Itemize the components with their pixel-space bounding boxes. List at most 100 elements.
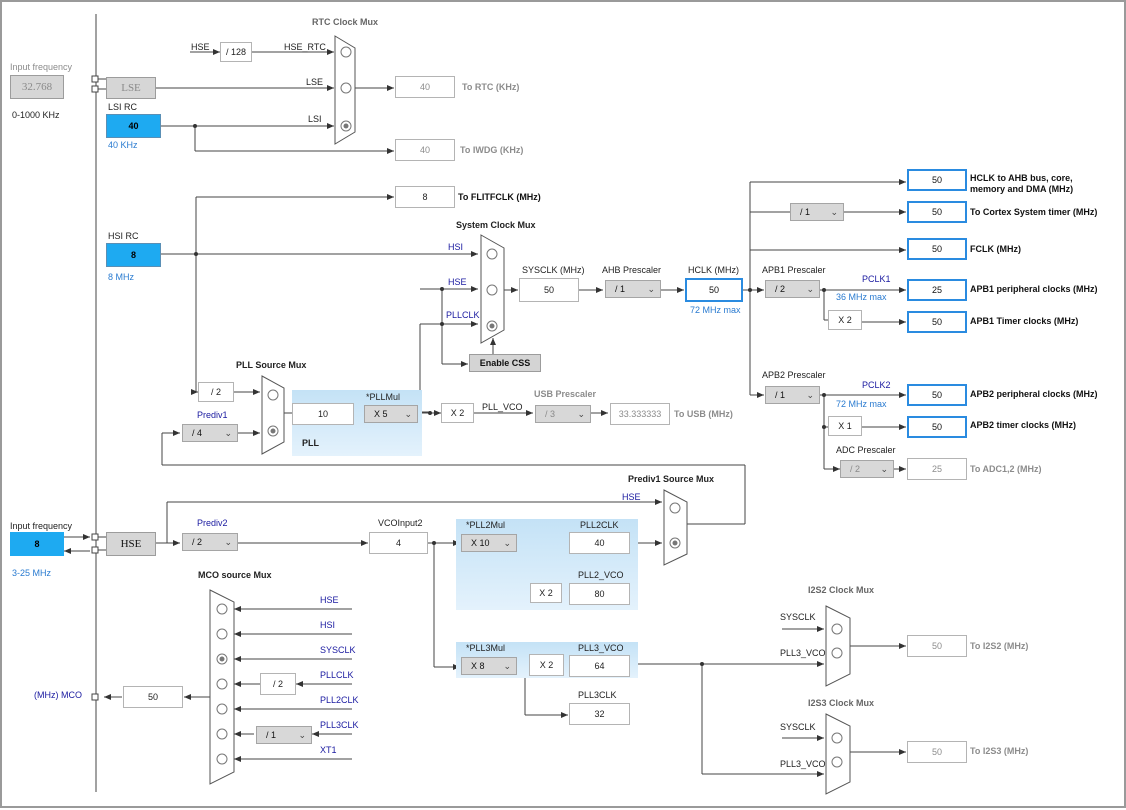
lse-freq-input[interactable]: 32.768	[10, 75, 64, 99]
hclk-max: 72 MHz max	[690, 305, 741, 315]
pll3-x2-multiplier: X 2	[529, 654, 564, 676]
mco-pll3clk-divider-select[interactable]: / 1⌄	[256, 726, 312, 744]
i2s3-output-label: To I2S3 (MHz)	[970, 746, 1029, 756]
pll2mul-select[interactable]: X 10⌄	[461, 534, 517, 552]
pll2-vco-value: 80	[569, 583, 630, 605]
pll3-vco-label: PLL3_VCO	[578, 643, 624, 653]
adc-output-value: 25	[907, 458, 967, 480]
lse-oscillator[interactable]: LSE	[106, 77, 156, 99]
pll-hsi-div2: / 2	[198, 382, 234, 402]
lse-freq-label: Input frequency	[10, 62, 73, 72]
usb-prescaler-title: USB Prescaler	[534, 389, 597, 399]
apb1-periph-value[interactable]: 25	[907, 279, 967, 301]
pclk2-label: PCLK2	[862, 380, 891, 390]
hse-freq-range: 3-25 MHz	[12, 568, 52, 578]
ahb-output-value[interactable]: 50	[907, 169, 967, 191]
apb1-prescaler-select[interactable]: / 2⌄	[765, 280, 820, 298]
chevron-down-icon: ⌄	[806, 284, 814, 294]
apb2-prescaler-select[interactable]: / 1⌄	[765, 386, 820, 404]
hse-oscillator[interactable]: HSE	[106, 532, 156, 556]
mco-in-hse: HSE	[320, 595, 339, 605]
prediv1-select[interactable]: / 4⌄	[182, 424, 238, 442]
i2s2-sysclk-label: SYSCLK	[780, 612, 816, 622]
sysmux-pllclk-label: PLLCLK	[446, 310, 480, 320]
i2s2-output-label: To I2S2 (MHz)	[970, 641, 1029, 651]
usb-output-value: 33.333333	[610, 403, 670, 425]
hsi-unit: 8 MHz	[108, 272, 135, 282]
lsi-value[interactable]: 40	[106, 114, 161, 138]
lse-freq-range: 0-1000 KHz	[12, 110, 60, 120]
sysmux-hse-label: HSE	[448, 277, 467, 287]
cortex-output-label: To Cortex System timer (MHz)	[970, 207, 1098, 217]
hclk-value[interactable]: 50	[685, 278, 743, 302]
rtc-lsi-label: LSI	[308, 114, 322, 124]
chevron-down-icon: ⌄	[224, 428, 232, 438]
i2s3-pll3vco-label: PLL3_VCO	[780, 759, 826, 769]
pll2-vco-label: PLL2_VCO	[578, 570, 624, 580]
mco-in-hsi: HSI	[320, 620, 336, 630]
apb2-prescaler-title: APB2 Prescaler	[762, 370, 826, 380]
iwdg-output-value: 40	[395, 139, 455, 161]
i2s2-mux-title: I2S2 Clock Mux	[808, 585, 875, 595]
prediv1-source-mux[interactable]	[663, 489, 688, 566]
prediv1-label: Prediv1	[197, 410, 228, 420]
chevron-down-icon: ⌄	[503, 661, 511, 671]
mco-in-xt1: XT1	[320, 745, 337, 755]
hclk-label: HCLK (MHz)	[688, 265, 739, 275]
apb2-periph-value[interactable]: 50	[907, 384, 967, 406]
usb-output-label: To USB (MHz)	[674, 409, 733, 419]
chevron-down-icon: ⌄	[880, 464, 888, 474]
pll-label: PLL	[302, 438, 319, 448]
i2s2-clock-mux[interactable]	[825, 605, 851, 687]
usb-prescaler-select[interactable]: / 3⌄	[535, 405, 591, 423]
chevron-down-icon: ⌄	[647, 284, 655, 294]
i2s2-output-value: 50	[907, 635, 967, 657]
hsi-value[interactable]: 8	[106, 243, 161, 267]
mco-in-sysclk: SYSCLK	[320, 645, 356, 655]
lsi-title: LSI RC	[108, 102, 138, 112]
apb1-prescaler-title: APB1 Prescaler	[762, 265, 826, 275]
pll-source-mux[interactable]	[261, 375, 285, 455]
rtc-hse-input-label: HSE	[191, 42, 210, 52]
vcoinput2-label: VCOInput2	[378, 518, 423, 528]
fclk-output-label: FCLK (MHz)	[970, 244, 1021, 254]
chevron-down-icon: ⌄	[830, 207, 838, 217]
chevron-down-icon: ⌄	[503, 538, 511, 548]
pll3mul-select[interactable]: X 8⌄	[461, 657, 517, 675]
hse-freq-input[interactable]: 8	[10, 532, 64, 556]
rtc-output-label: To RTC (KHz)	[462, 82, 520, 92]
prediv1-source-mux-title: Prediv1 Source Mux	[628, 474, 715, 484]
fclk-output-value[interactable]: 50	[907, 238, 967, 260]
rtc-output-value: 40	[395, 76, 455, 98]
adc-prescaler-title: ADC Prescaler	[836, 445, 896, 455]
cortex-output-value[interactable]: 50	[907, 201, 967, 223]
rtc-div128: / 128	[220, 42, 252, 62]
apb2-periph-label: APB2 peripheral clocks (MHz)	[970, 389, 1098, 399]
ahb-prescaler-select[interactable]: / 1⌄	[605, 280, 661, 298]
pll3clk-label: PLL3CLK	[578, 690, 617, 700]
prediv2-label: Prediv2	[197, 518, 228, 528]
lsi-unit: 40 KHz	[108, 140, 138, 150]
apb2-timer-label: APB2 timer clocks (MHz)	[970, 420, 1077, 430]
vcoinput2-value: 4	[369, 532, 428, 554]
chevron-down-icon: ⌄	[298, 730, 306, 740]
apb2-timer-value[interactable]: 50	[907, 416, 967, 438]
enable-css-button[interactable]: Enable CSS	[469, 354, 541, 372]
cortex-divider-select[interactable]: / 1⌄	[790, 203, 844, 221]
pllmul-select[interactable]: X 5⌄	[364, 405, 418, 423]
mco-pllclk-div2: / 2	[260, 673, 296, 695]
ahb-prescaler-label: AHB Prescaler	[602, 265, 662, 275]
pll-source-mux-title: PLL Source Mux	[236, 360, 307, 370]
pclk1-label: PCLK1	[862, 274, 891, 284]
prediv2-select[interactable]: / 2⌄	[182, 533, 238, 551]
i2s3-mux-title: I2S3 Clock Mux	[808, 698, 875, 708]
apb1-timer-value[interactable]: 50	[907, 311, 967, 333]
mco-in-pll3clk: PLL3CLK	[320, 720, 359, 730]
adc-prescaler-select[interactable]: / 2⌄	[840, 460, 894, 478]
apb2-max: 72 MHz max	[836, 399, 887, 409]
i2s3-clock-mux[interactable]	[825, 713, 851, 795]
prediv1mux-hse-label: HSE	[622, 492, 641, 502]
usb-x2-multiplier: X 2	[441, 403, 474, 423]
mco-output-value: 50	[123, 686, 183, 708]
ahb-output-label-line2: memory and DMA (MHz)	[970, 184, 1074, 194]
